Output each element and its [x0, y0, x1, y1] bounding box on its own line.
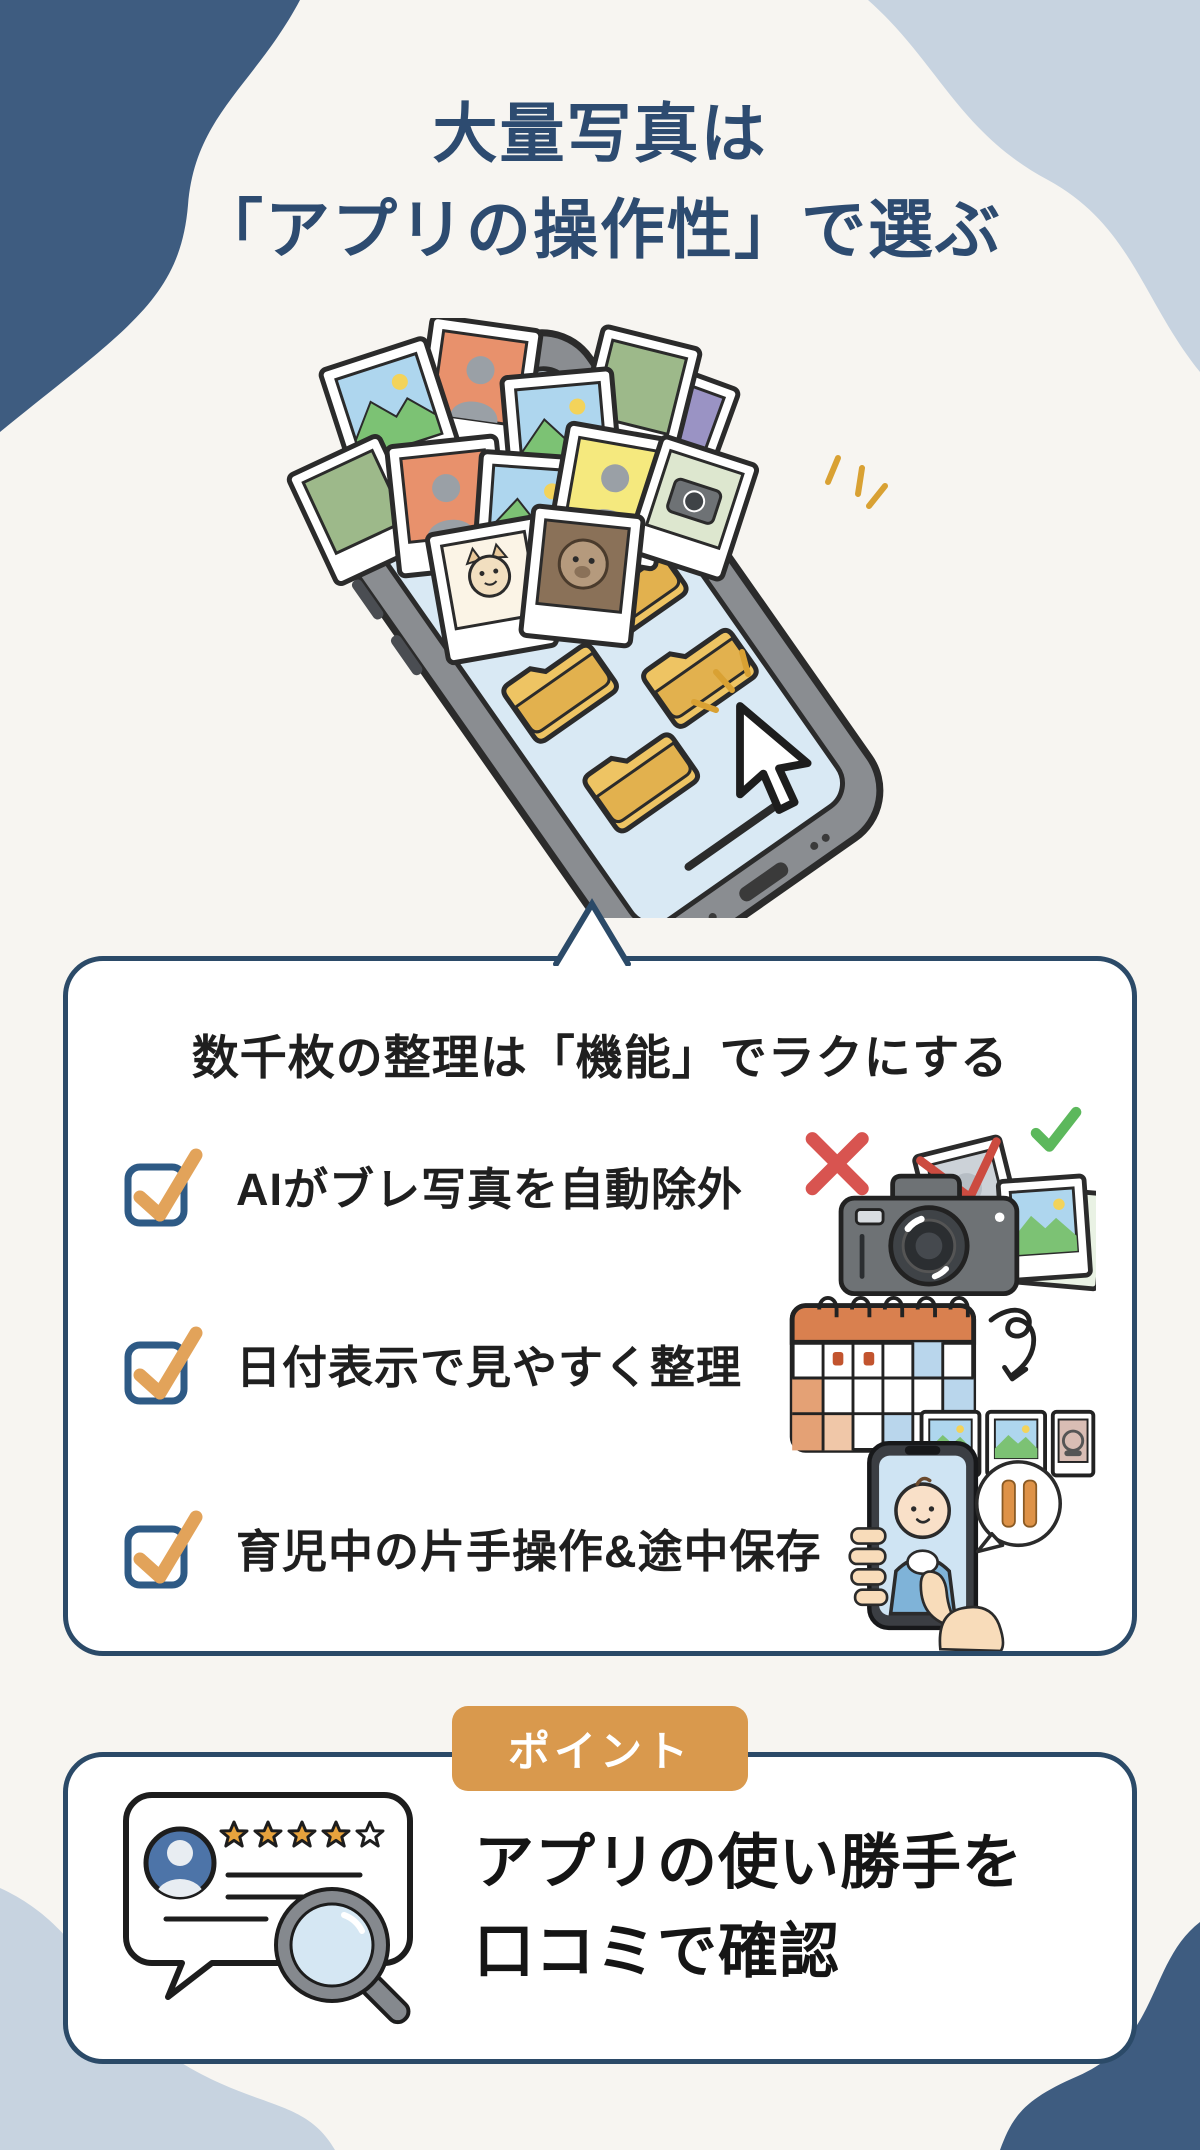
checklist-item-label: AIがブレ写真を自動除外 — [236, 1163, 744, 1215]
camera-blur-filter-icon — [805, 1106, 1096, 1297]
checked-checkbox-icon — [124, 1148, 203, 1227]
click-sparks — [691, 455, 888, 713]
magnifier — [274, 1887, 411, 2025]
pause-bubble — [974, 1460, 1062, 1554]
checklist-item-2: 日付表示で見やすく整理 — [120, 1317, 742, 1409]
corner-blob-top-left — [0, 0, 300, 432]
checked-checkbox-icon — [124, 1326, 203, 1405]
checklist-item-label: 育児中の片手操作&途中保存 — [236, 1525, 822, 1577]
checklist-item-label: 日付表示で見やすく整理 — [236, 1341, 743, 1393]
checklist-heading: 数千枚の整理は「機能」でラクにする — [191, 1031, 1009, 1084]
hand — [848, 1527, 1005, 1651]
page-title: 大量写真は 「アプリの操作性」で選ぶ — [0, 86, 1200, 278]
review-search-icon — [123, 1792, 413, 2025]
one-hand-phone-icon — [848, 1440, 1062, 1651]
speech-pointer — [553, 898, 631, 966]
corner-blob-bottom-right — [1000, 1922, 1200, 2150]
checklist-box: 数千枚の整理は「機能」でラクにする AIがブレ写真を自動除外 日付表示で見やすく… — [63, 956, 1137, 1656]
page-title-line2: 「アプリの操作性」で選ぶ — [197, 193, 1002, 266]
page-title-line1: 大量写真は — [432, 97, 768, 170]
star-rating — [219, 1820, 385, 1848]
checklist-item-1: AIがブレ写真を自動除外 — [120, 1139, 743, 1231]
cursor-icon — [736, 702, 812, 814]
corner-blob-top-right — [868, 0, 1200, 372]
point-text: アプリの使い勝手を 口コミで確認 — [474, 1819, 1023, 1997]
checked-checkbox-icon — [124, 1510, 203, 1589]
point-text-line1: アプリの使い勝手を — [474, 1829, 1023, 1897]
point-badge: ポイント — [451, 1706, 749, 1791]
corner-blob-bottom-left — [0, 1888, 335, 2150]
point-box: アプリの使い勝手を 口コミで確認 — [63, 1752, 1137, 2064]
phone-photos-illustration — [240, 318, 888, 918]
point-text-line2: 口コミで確認 — [474, 1918, 840, 1985]
checklist-item-3: 育児中の片手操作&途中保存 — [120, 1501, 822, 1593]
